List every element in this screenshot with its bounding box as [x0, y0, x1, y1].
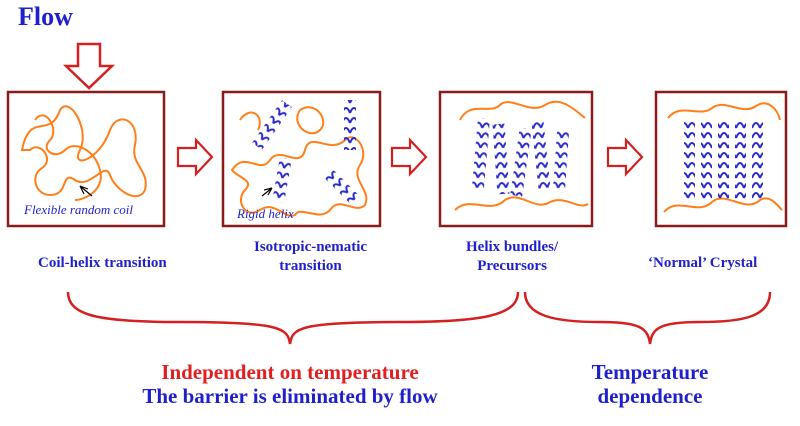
step-arrow-2: [390, 137, 428, 177]
step-arrow-3: [606, 137, 644, 177]
coil-pointer-arrow: [79, 185, 93, 197]
summary-left-line2: The barrier is eliminated by flow: [142, 384, 438, 408]
panel-normal-crystal: [654, 90, 788, 228]
stage-label-helix-bundles-line2: Precursors: [477, 258, 547, 274]
brace-right: [523, 291, 772, 345]
rigid-helix-label: Rigid helix: [237, 206, 294, 221]
helix-rod-3: [272, 157, 292, 203]
helix-rod-4: [325, 170, 359, 204]
helix-rod-2: [344, 100, 356, 150]
flow-label: Flow: [18, 2, 73, 31]
panel-helix-bundles: [438, 90, 594, 228]
summary-left-line1: Independent on temperature: [161, 360, 419, 384]
panel-rigid-helix: [221, 90, 382, 228]
stage-label-helix-bundles: Helix bundles/ Precursors: [466, 238, 558, 276]
helix-pointer-arrow: [261, 187, 273, 197]
summary-left: Independent on temperature The barrier i…: [100, 360, 480, 408]
panel-random-coil: [6, 90, 166, 228]
stage-label-isotropic-nematic-line2: transition: [279, 258, 342, 274]
random-coil: [20, 105, 147, 201]
brace-left: [66, 291, 520, 345]
coil-background: [230, 106, 368, 217]
stage-label-normal-crystal: ‘Normal’ Crystal: [648, 255, 758, 271]
step-arrow-1: [176, 137, 214, 177]
stage-label-isotropic-nematic-line1: Isotropic-nematic: [254, 239, 368, 255]
stage-label-coil-helix: Coil-helix transition: [38, 255, 167, 271]
summary-right-line2: dependence: [597, 384, 703, 408]
stage-label-isotropic-nematic: Isotropic-nematic transition: [254, 238, 367, 276]
helix-rod-1: [252, 100, 292, 150]
flow-arrow: [62, 42, 116, 90]
flexible-random-coil-label: Flexible random coil: [24, 202, 134, 217]
stage-label-helix-bundles-line1: Helix bundles/: [466, 239, 559, 255]
summary-right: Temperature dependence: [580, 360, 720, 408]
summary-right-line1: Temperature: [591, 360, 709, 384]
